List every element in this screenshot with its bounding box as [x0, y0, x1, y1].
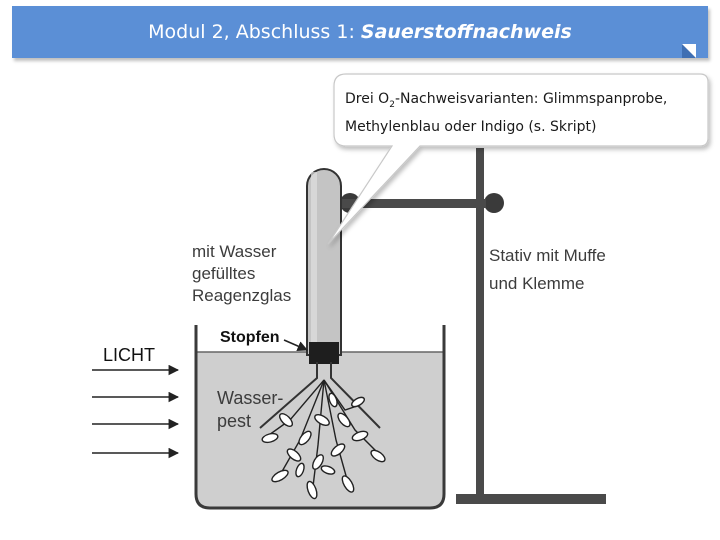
stand-rod: [476, 148, 484, 502]
slide-title-bar: Modul 2, Abschluss 1: Sauerstoffnachweis: [12, 6, 708, 58]
light-arrows: [92, 364, 180, 459]
test-tube: [306, 168, 342, 356]
stopper-pointer-arrow: [283, 339, 308, 352]
water-plant: [261, 379, 386, 500]
callout-text: Drei O2-Nachweisvarianten: Glimmspanprob…: [345, 88, 705, 138]
stand-base: [456, 494, 606, 504]
label-stand: Stativ mit Muffe und Klemme: [489, 246, 606, 293]
beaker: [194, 325, 446, 510]
label-stopper: Stopfen: [220, 329, 280, 346]
stopper: [309, 342, 339, 364]
funnel: [259, 362, 381, 429]
callout-line-1-end: -Nachweisvarianten: Glimmspanprobe,: [394, 91, 668, 107]
callout-line-1-start: Drei O: [345, 91, 390, 107]
slide-title: Modul 2, Abschluss 1: Sauerstoffnachweis: [148, 21, 572, 43]
callout-line-2: Methylenblau oder Indigo (s. Skript): [345, 118, 597, 135]
slide-title-emphasis: Sauerstoffnachweis: [360, 21, 572, 43]
label-test-tube: mit Wasser gefülltes Reagenzglas: [192, 242, 292, 305]
callout-bubble: [327, 73, 709, 245]
callout-line-1: Drei O2-Nachweisvarianten: Glimmspanprob…: [345, 88, 705, 116]
label-light: LICHT: [103, 345, 156, 365]
label-water-plant: Wasser- pest: [217, 388, 284, 431]
stand-clamp-arm: [340, 199, 486, 208]
title-bar-corner-fold: [682, 44, 696, 58]
stand-clamp-knob-right: [484, 193, 504, 213]
callout-subscript: 2: [389, 99, 395, 110]
slide-title-prefix: Modul 2, Abschluss 1:: [148, 21, 361, 43]
